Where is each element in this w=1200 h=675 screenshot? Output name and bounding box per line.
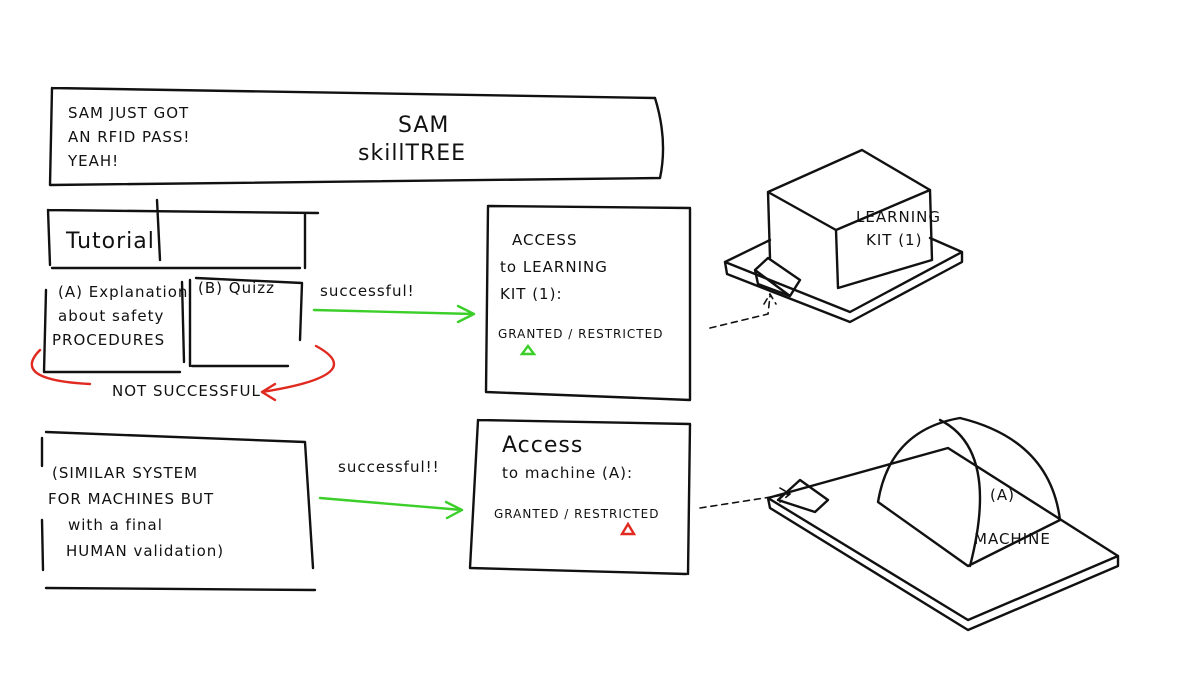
step-a-line-1: (A) Explanation — [58, 283, 188, 301]
learning-access-line-2: to LEARNING — [500, 258, 608, 276]
machine-label-2: MACHINE — [974, 530, 1051, 548]
header-title-1: SAM — [398, 113, 449, 138]
fail-arrow-left — [30, 348, 92, 386]
machine-access-line-2: to machine (A): — [502, 464, 633, 482]
learning-access-line-1: ACCESS — [512, 231, 577, 249]
learning-kit-label-2: KIT (1) — [866, 231, 922, 249]
not-successful-label: NOT SUCCESSFUL — [112, 382, 261, 400]
header-message-3: YEAH! — [67, 152, 119, 170]
header-message-2: AN RFID PASS! — [68, 128, 190, 146]
step-b-quiz: (B) Quizz — [198, 279, 275, 297]
dashed-arrow-2 — [699, 487, 792, 509]
step-a-line-2: about safety — [58, 307, 164, 325]
fail-arrow-right — [260, 344, 336, 402]
tutorial-title: Tutorial — [65, 229, 155, 254]
header-box: SAM JUST GOT AN RFID PASS! YEAH! SAM ski… — [48, 86, 665, 187]
dashed-arrow-1 — [709, 292, 777, 329]
success-label-1: successful! — [320, 282, 415, 300]
success-arrow-1 — [312, 304, 476, 324]
success-arrow-2 — [318, 496, 464, 520]
machines-line-1: (SIMILAR SYSTEM — [52, 464, 198, 482]
header-message-1: SAM JUST GOT — [68, 104, 189, 122]
machine-access-status: GRANTED / RESTRICTED — [494, 507, 659, 521]
step-a-line-3: PROCEDURES — [52, 331, 165, 349]
header-title-2: skillTREE — [358, 141, 466, 166]
machine-access-line-1: Access — [502, 433, 583, 458]
learning-access-line-3: KIT (1): — [500, 285, 563, 303]
learning-access-box: ACCESS to LEARNING KIT (1): GRANTED / RE… — [484, 204, 692, 402]
machines-line-2: FOR MACHINES BUT — [48, 490, 214, 508]
learning-access-status: GRANTED / RESTRICTED — [498, 327, 663, 341]
machine-illustration: (A) MACHINE — [766, 416, 1120, 632]
success-label-2: successful!! — [338, 458, 440, 476]
machines-line-3: with a final — [68, 516, 163, 534]
tutorial-box: Tutorial (A) Explanation about safety PR… — [42, 198, 320, 374]
machines-box: (SIMILAR SYSTEM FOR MACHINES BUT with a … — [40, 430, 317, 592]
machine-label-1: (A) — [990, 486, 1015, 504]
restricted-marker-icon — [619, 521, 637, 536]
learning-kit-illustration: LEARNING KIT (1) — [723, 148, 964, 324]
learning-kit-label-1: LEARNING — [856, 208, 941, 226]
machines-line-4: HUMAN validation) — [66, 542, 224, 560]
granted-marker-icon — [519, 344, 537, 356]
machine-access-box: Access to machine (A): GRANTED / RESTRIC… — [468, 418, 692, 576]
